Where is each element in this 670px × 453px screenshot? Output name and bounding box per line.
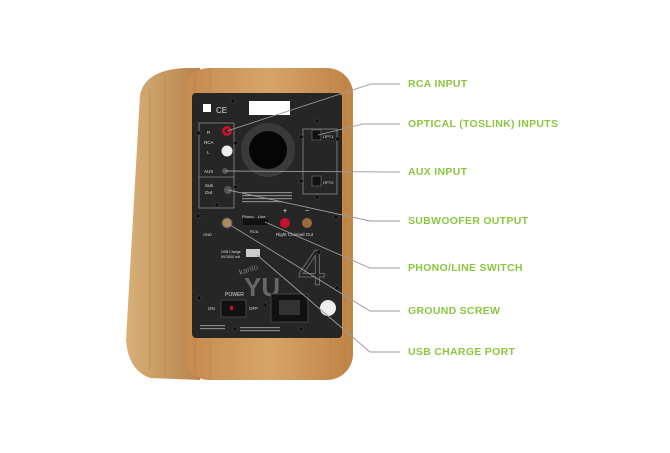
callout-optical-inputs: OPTICAL (TOSLINK) INPUTS — [408, 118, 559, 130]
panel-label: OPT2 — [323, 180, 334, 185]
leader-phono-line — [264, 221, 400, 269]
cabinet-side — [126, 68, 200, 380]
phono-line-switch — [243, 219, 268, 225]
callout-aux-input: AUX INPUT — [408, 166, 468, 178]
leader-rca-input — [226, 83, 400, 132]
ce-mark: CE — [216, 106, 227, 115]
panel-label: R — [207, 130, 211, 135]
optical-port-2 — [311, 175, 322, 187]
leader-ground — [226, 222, 400, 312]
leader-usb — [256, 254, 400, 353]
panel-label: L — [207, 150, 210, 155]
callout-usb-charge-port: USB CHARGE PORT — [408, 346, 516, 358]
usb-charge-port — [246, 249, 260, 257]
panel-label: + — [283, 208, 287, 215]
power-switch — [220, 299, 247, 318]
leader-aux — [224, 170, 401, 173]
callout-phono-line-switch: PHONO/LINE SWITCH — [408, 262, 523, 274]
rca-left-jack — [221, 145, 233, 157]
leader-lines — [224, 83, 401, 353]
callout-rca-input: RCA INPUT — [408, 78, 468, 90]
panel-label: OPT1 — [323, 134, 334, 139]
leader-optical — [317, 123, 400, 136]
speaker-terminal-negative — [302, 218, 312, 228]
panel-label: USB Charge — [221, 250, 241, 254]
panel-label: Out — [205, 190, 213, 195]
speaker-terminal-positive — [280, 218, 290, 228]
panel-label: Line — [258, 214, 266, 219]
panel-label: Right Channel Out — [276, 232, 314, 237]
serial-label — [249, 101, 290, 115]
panel-label: RCA — [250, 229, 259, 234]
panel-label: 5V/1000 mA — [221, 255, 241, 259]
panel-label: − — [305, 208, 309, 215]
callout-ground-screw: GROUND SCREW — [408, 305, 501, 317]
certification-mark — [320, 300, 336, 316]
panel-label: ON — [208, 306, 215, 311]
panel-label: OFF — [249, 306, 258, 311]
panel-label: RCA — [204, 140, 214, 145]
panel-label: 4 — [298, 240, 326, 296]
panel-label: AUX — [204, 169, 213, 174]
panel-label: POWER — [225, 292, 244, 298]
panel-label: GND — [203, 232, 212, 237]
callout-subwoofer-output: SUBWOOFER OUTPUT — [408, 215, 529, 227]
panel-label: Sub — [205, 183, 214, 188]
panel-label: Phono — [242, 214, 254, 219]
leader-subwoofer — [227, 189, 400, 222]
optical-port-1 — [311, 129, 322, 141]
